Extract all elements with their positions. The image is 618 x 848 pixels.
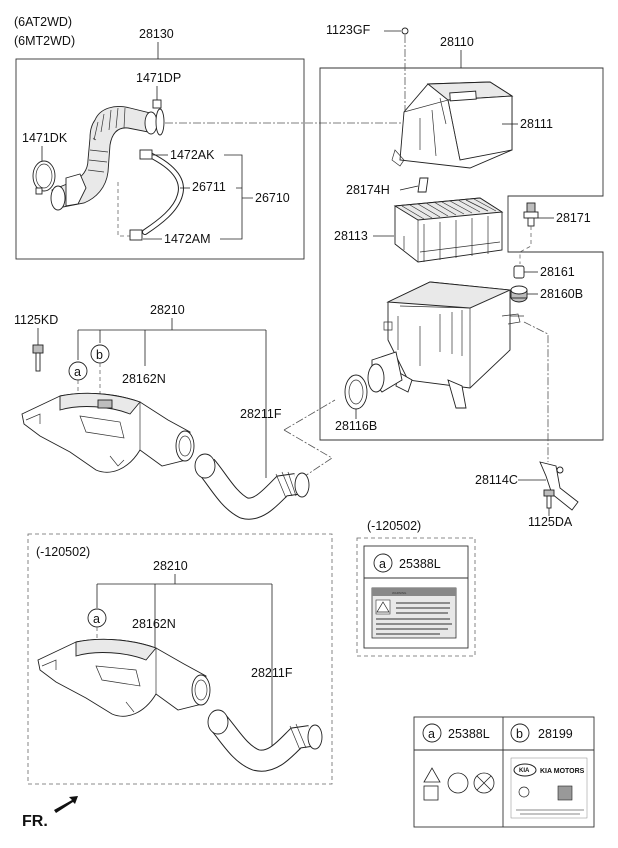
mount-28160b-drawing [510,285,528,303]
label-1125da: 1125DA [528,515,573,529]
label-1123gf: 1123GF [326,23,371,37]
callout-a-lower-text: a [93,612,100,626]
label-28110: 28110 [440,35,474,49]
label-1472ak: 1472AK [170,148,215,162]
front-direction-indicator: FR. [22,796,78,830]
resonator-duct-upper-drawing [21,392,195,473]
hose-inlet-end [50,185,66,211]
legend-warning-label-drawing [423,767,495,801]
air-intake-hose-drawing [50,106,158,211]
label-28210-lower: 28210 [153,559,188,573]
callout-a-mid-text: a [379,557,386,571]
mid-part-label: 25388L [399,557,441,571]
lower-variant-group: (-120502) 28210 a 28162N 28211F [27,533,333,785]
group-28110-frame [319,67,604,441]
label-28210: 28210 [150,303,185,317]
label-28211f-lower: 28211F [251,666,293,680]
kia-logo-text: KIA [519,768,530,774]
warning-sticker-drawing: WARNING [371,587,457,639]
air-filter-element-drawing [393,197,504,263]
bent-hose-upper-drawing [194,453,310,520]
legend-part-25388l: 25388L [448,727,490,741]
mid-variant-label: (-120502) [367,519,421,533]
front-arrow-icon [54,796,78,813]
lower-variant-label: (-120502) [36,545,90,559]
bolt-1123gf-drawing [401,27,409,35]
bolt-1125kd-drawing [32,344,44,372]
label-28161: 28161 [540,265,575,279]
air-cleaner-cover-drawing [391,81,514,169]
label-28211f-upper: 28211F [240,407,282,421]
label-28111: 28111 [520,117,553,131]
callout-a-upper-text: a [74,365,81,379]
label-28162n-upper: 28162N [122,372,166,386]
legend-callout-b-text: b [516,727,523,741]
legend-kia-label-drawing: KIA KIA MOTORS [510,757,588,819]
callout-b-upper-text: b [96,348,103,362]
callout-a-mid [373,553,393,573]
legend-table-frame [413,716,595,828]
legend-callout-b [510,723,530,743]
hose-clamp-1472am [129,229,143,241]
hose-clamp-1472ak [139,149,153,160]
label-26710: 26710 [255,191,290,205]
clip-28174h-drawing [417,177,429,193]
bracket-28114c-drawing [539,461,579,511]
upper-duct-assembly: 1125KD 28210 a b 28162N 28211F [14,303,310,520]
label-1471dp: 1471DP [136,71,181,85]
label-28114c: 28114C [475,473,518,487]
label-28160b: 28160B [540,287,583,301]
bolt-1125da-drawing [543,489,555,509]
label-28116b: 28116B [335,419,377,433]
clamp-1471dp-drawing [152,99,165,136]
legend-callout-a [422,723,442,743]
grommet-28161-drawing [513,265,525,279]
label-1471dk: 1471DK [22,131,68,145]
label-26711: 26711 [192,180,226,194]
breather-hose-drawing [129,149,184,241]
variant-label-6mt2wd: (6MT2WD) [14,34,75,48]
air-cleaner-body-drawing [383,281,524,409]
group-28130: 28130 1471DP 1471DK [15,27,305,260]
label-28174h: 28174H [346,183,390,197]
group-28110: 28110 1123GF 28111 28174H 28113 [319,23,604,441]
warning-sticker-title: WARNING [392,591,407,595]
legend-part-28199: 28199 [538,727,573,741]
legend-table: a 25388L b 28199 KIA KIA MOTORS [413,716,595,828]
fr-label: FR. [22,813,48,830]
clamp-1471dk-drawing [32,160,56,195]
resonator-duct-lower-drawing [37,638,211,717]
label-28113: 28113 [334,229,368,243]
mid-variant-inner-frame [363,545,469,649]
label-28171: 28171 [556,211,591,225]
label-1472am: 1472AM [164,232,211,246]
hose-outlet-end [144,111,158,135]
bent-hose-lower-drawing [207,709,323,772]
variant-label-6at2wd: (6AT2WD) [14,15,72,29]
group-28130-frame [15,58,305,260]
intake-duct-28116b-drawing [344,351,403,410]
label-1125kd: 1125KD [14,313,58,327]
kia-motors-text: KIA MOTORS [540,768,585,775]
label-28130: 28130 [139,27,174,41]
label-box-variant: (-120502) a 25388L WARNING [356,519,476,657]
mid-variant-frame [356,537,476,657]
sensor-28171-drawing [523,202,539,227]
label-28162n-lower: 28162N [132,617,176,631]
legend-callout-a-text: a [428,727,435,741]
lower-variant-frame [27,533,333,785]
